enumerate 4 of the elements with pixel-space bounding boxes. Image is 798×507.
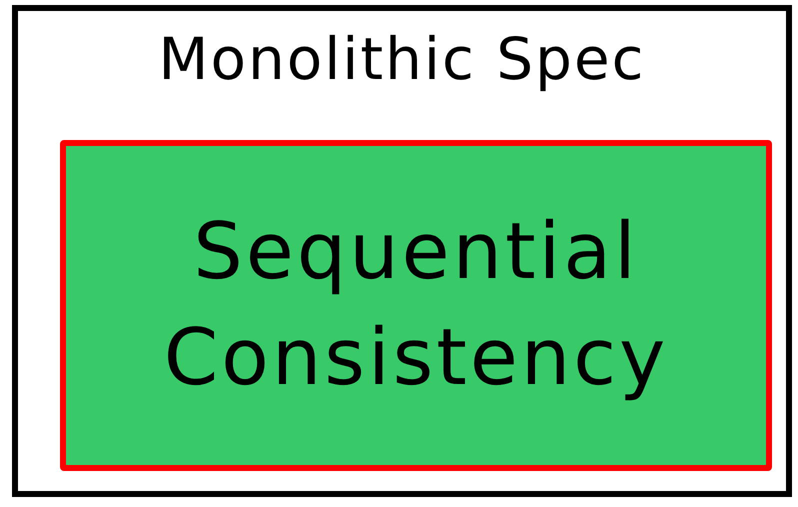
- box-text: Sequential Consistency: [162, 206, 670, 404]
- box-title: Monolithic Spec: [157, 25, 647, 93]
- inner-box: [60, 140, 772, 471]
- outer-box: [12, 5, 792, 497]
